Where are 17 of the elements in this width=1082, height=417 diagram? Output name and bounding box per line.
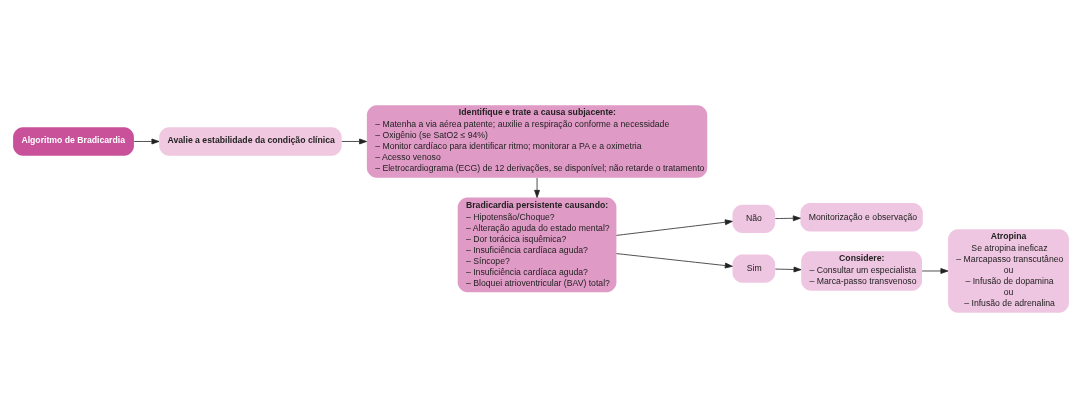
arrow <box>341 138 368 144</box>
node-box: Algoritmo de Bradicardia <box>13 126 134 156</box>
node-box: Não <box>732 204 776 233</box>
node-box: Identifique e trate a causa subjacente: – Matenha a via aérea patente; auxilie a respiração conforme a necessidade – Oxigênio (se SatO2 ≤ 94%) – Monitor cardíaco para identificar ritmo; monitorar a PA e a oximetria – Acesso venoso – Eletrocardiograma (ECG) de 12 derivações, se disponível; não retarde o tratamento <box>366 104 708 178</box>
arrow <box>133 138 160 144</box>
node-box: Bradicardia persistente causando: – Hipotensão/Choque? – Alteração aguda do estado mental? – Dor torácica isquêmica? – Insuficiência cardíaca aguda? – Síncope? – Insuficiência cardíaca aguda? – Bloquei atrioventricular (BAV) total? <box>457 197 617 292</box>
arrow <box>616 252 733 268</box>
node-box: Considere: – Consultar um especialista – Marca-passo transvenoso <box>801 250 922 291</box>
node-box: Avalie a estabilidade da condição clínica <box>159 126 342 156</box>
node-box: Monitorização e observação <box>800 202 923 231</box>
arrow <box>921 267 949 274</box>
node-box: Sim <box>732 253 776 283</box>
arrow <box>774 214 801 221</box>
arrow <box>534 177 540 198</box>
arrow <box>774 266 802 272</box>
node-box: Atropina Se atropina ineficaz – Marcapasso transcutâneo ou – Infusão de dopamina ou – Infusão de adrenalina <box>948 228 1069 313</box>
arrow <box>616 218 733 236</box>
